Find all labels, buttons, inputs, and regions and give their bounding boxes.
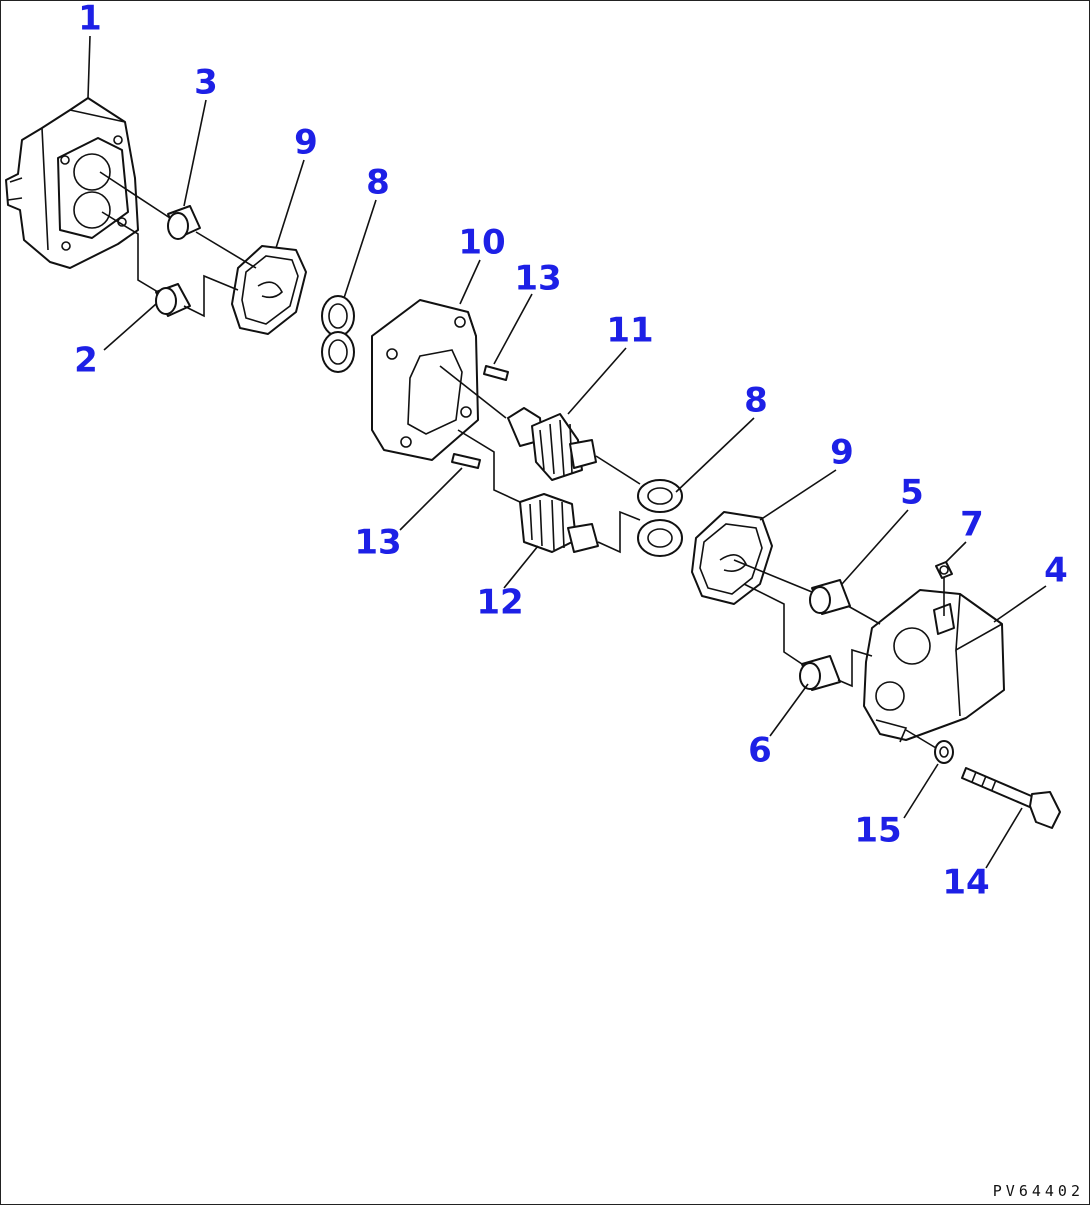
part-4-rear-housing	[863, 589, 1005, 743]
drawing-code: PV64402	[993, 1182, 1084, 1200]
callout-13-lower: 13	[354, 523, 401, 563]
callout-10: 10	[458, 223, 505, 263]
leader-lines	[87, 35, 1047, 869]
part-9-gasket	[231, 245, 307, 335]
part-6-bushing	[799, 655, 841, 691]
callout-14: 14	[942, 863, 989, 903]
callout-13-upper: 13	[514, 259, 561, 299]
part-3-bushing	[167, 205, 201, 240]
callout-9-upper: 9	[294, 123, 318, 163]
part-8-seal-lower	[637, 479, 683, 557]
part-7-plug	[935, 561, 953, 579]
part-8-seal	[321, 295, 355, 373]
callout-4: 4	[1044, 551, 1068, 591]
callout-1: 1	[78, 0, 102, 39]
assembly-axis-lines	[99, 171, 945, 749]
part-1-front-housing	[5, 97, 139, 269]
callout-5: 5	[900, 473, 924, 513]
callout-7: 7	[960, 505, 984, 545]
callout-15: 15	[854, 811, 901, 851]
part-15-washer	[934, 740, 954, 764]
part-5-bushing	[809, 579, 851, 615]
part-12-driven-gear	[519, 493, 599, 553]
callout-3: 3	[194, 63, 218, 103]
part-11-drive-gear	[507, 407, 597, 481]
callout-8-lower: 8	[744, 381, 768, 421]
callout-8-upper: 8	[366, 163, 390, 203]
part-2-bushing	[155, 283, 191, 317]
part-13-dowel-pin-upper	[483, 365, 509, 381]
part-14-bolt	[961, 767, 1061, 829]
callout-9-lower: 9	[830, 433, 854, 473]
callout-11: 11	[606, 311, 653, 351]
part-10-center-plate	[371, 299, 479, 461]
callout-6: 6	[748, 731, 772, 771]
part-9-gasket-lower	[691, 511, 773, 605]
callout-labels: 1 3 9 8 2 10 13 11 8 13 9 12 5 7 4 6 15 …	[74, 0, 1068, 903]
part-13-dowel-pin-lower	[451, 453, 481, 469]
callout-12: 12	[476, 583, 523, 623]
callout-2: 2	[74, 341, 98, 381]
